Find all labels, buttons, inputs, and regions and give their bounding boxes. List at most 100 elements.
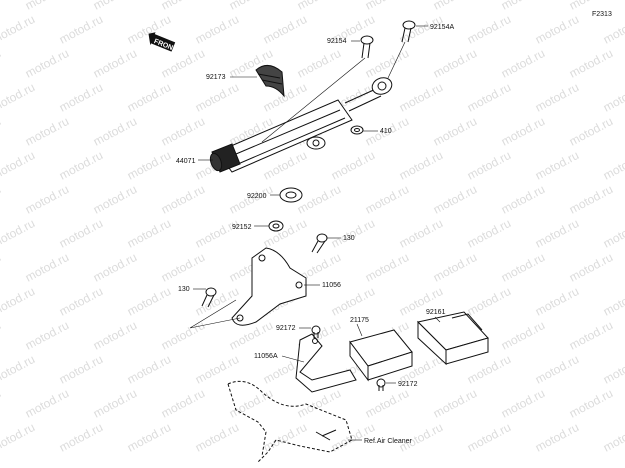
watermark-text: motod.ru — [23, 182, 71, 217]
watermark-text: motod.ru — [499, 114, 547, 149]
watermark-text: motod.ru — [601, 420, 625, 455]
watermark-text: motod.ru — [601, 148, 625, 183]
label-92172-lower: 92172 — [398, 381, 418, 388]
watermark-text: motod.ru — [397, 148, 445, 183]
unit-21175 — [349, 329, 413, 382]
watermark-text: motod.ru — [329, 216, 377, 251]
watermark-text: motod.ru — [23, 114, 71, 149]
watermark-text: motod.ru — [567, 318, 615, 353]
watermark-text: motod.ru — [91, 0, 139, 13]
label-130-upper: 130 — [343, 235, 355, 242]
watermark-text: motod.ru — [431, 0, 479, 13]
watermark-text: motod.ru — [23, 318, 71, 353]
watermark-text: motod.ru — [499, 182, 547, 217]
watermark-text: motod.ru — [57, 216, 105, 251]
watermark-text: motod.ru — [159, 250, 207, 285]
watermark-text: motod.ru — [261, 12, 309, 47]
watermark-text: motod.ru — [533, 352, 581, 387]
watermark-text: motod.ru — [0, 318, 3, 353]
watermark-text: motod.ru — [57, 284, 105, 319]
label-11056: 11056 — [322, 282, 341, 289]
watermark-text: motod.ru — [125, 216, 173, 251]
watermark-text: motod.ru — [465, 12, 513, 47]
air-cleaner-outline — [227, 380, 362, 463]
watermark-text: motod.ru — [465, 284, 513, 319]
label-92152: 92152 — [232, 224, 252, 231]
watermark-text: motod.ru — [159, 182, 207, 217]
watermark-text: motod.ru — [499, 46, 547, 81]
watermark-text: motod.ru — [295, 182, 343, 217]
watermark-text: motod.ru — [0, 12, 37, 47]
watermark-text: motod.ru — [397, 216, 445, 251]
watermark-text: motod.ru — [567, 386, 615, 421]
watermark-text: motod.ru — [227, 0, 275, 13]
watermark-text: motod.ru — [125, 80, 173, 115]
watermark-text: motod.ru — [567, 250, 615, 285]
watermark-text: motod.ru — [601, 80, 625, 115]
watermark-text: motod.ru — [23, 250, 71, 285]
watermark-text: motod.ru — [533, 80, 581, 115]
bolt-92154a — [387, 20, 416, 79]
watermark-text: motod.ru — [0, 420, 37, 455]
watermark-text: motod.ru — [0, 0, 3, 13]
watermark-text: motod.ru — [91, 386, 139, 421]
watermark-text: motod.ru — [23, 46, 71, 81]
watermark-text: motod.ru — [363, 0, 411, 13]
watermark-text: motod.ru — [193, 80, 241, 115]
watermark-text: motod.ru — [431, 250, 479, 285]
watermark-text: motod.ru — [193, 216, 241, 251]
watermark-text: motod.ru — [295, 0, 343, 13]
label-92172-upper: 92172 — [276, 325, 296, 332]
watermark-text: motod.ru — [57, 352, 105, 387]
watermark-text: motod.ru — [465, 80, 513, 115]
watermark-text: motod.ru — [159, 0, 207, 13]
watermark-text: motod.ru — [91, 318, 139, 353]
watermark-text: motod.ru — [363, 46, 411, 81]
bolt-92172-lower — [376, 378, 386, 391]
watermark-text: motod.ru — [0, 148, 37, 183]
watermark-text: motod.ru — [465, 216, 513, 251]
label-44071: 44071 — [176, 158, 196, 165]
watermark-text: motod.ru — [23, 0, 71, 13]
watermark-text: motod.ru — [431, 114, 479, 149]
watermark-text: motod.ru — [57, 12, 105, 47]
watermark-text: motod.ru — [125, 148, 173, 183]
diagram-code: F2313 — [592, 11, 612, 18]
label-92154: 92154 — [327, 38, 347, 45]
watermark-text: motod.ru — [567, 182, 615, 217]
watermark-text: motod.ru — [0, 284, 37, 319]
watermark-text: motod.ru — [23, 386, 71, 421]
watermark-text: motod.ru — [431, 46, 479, 81]
watermark-text: motod.ru — [499, 318, 547, 353]
watermark-text: motod.ru — [159, 318, 207, 353]
watermark-text: motod.ru — [159, 386, 207, 421]
watermark-text: motod.ru — [397, 80, 445, 115]
watermark-text: motod.ru — [159, 114, 207, 149]
watermark-text: motod.ru — [465, 420, 513, 455]
watermark-text: motod.ru — [193, 420, 241, 455]
bracket-11056a — [295, 333, 357, 393]
unit-92161 — [416, 311, 489, 366]
watermark-text: motod.ru — [533, 284, 581, 319]
steering-damper — [209, 77, 393, 173]
watermark-text: motod.ru — [125, 284, 173, 319]
watermark-text: motod.ru — [465, 148, 513, 183]
watermark-text: motod.ru — [159, 46, 207, 81]
watermark-text: motod.ru — [499, 250, 547, 285]
watermark-text: motod.ru — [533, 12, 581, 47]
watermark-text: motod.ru — [125, 420, 173, 455]
watermark-text: motod.ru — [363, 250, 411, 285]
watermark-text: motod.ru — [601, 284, 625, 319]
front-arrow-icon: FRONT — [148, 32, 178, 54]
watermark-text: motod.ru — [533, 148, 581, 183]
watermark-text: motod.ru — [0, 80, 37, 115]
ref-note: Ref.Air Cleaner — [364, 438, 413, 445]
watermark-text: motod.ru — [91, 114, 139, 149]
watermark-text: motod.ru — [329, 284, 377, 319]
label-92173: 92173 — [206, 74, 226, 81]
bracket-11056 — [189, 220, 307, 329]
washer-410 — [350, 125, 364, 135]
watermark-text: motod.ru — [499, 386, 547, 421]
